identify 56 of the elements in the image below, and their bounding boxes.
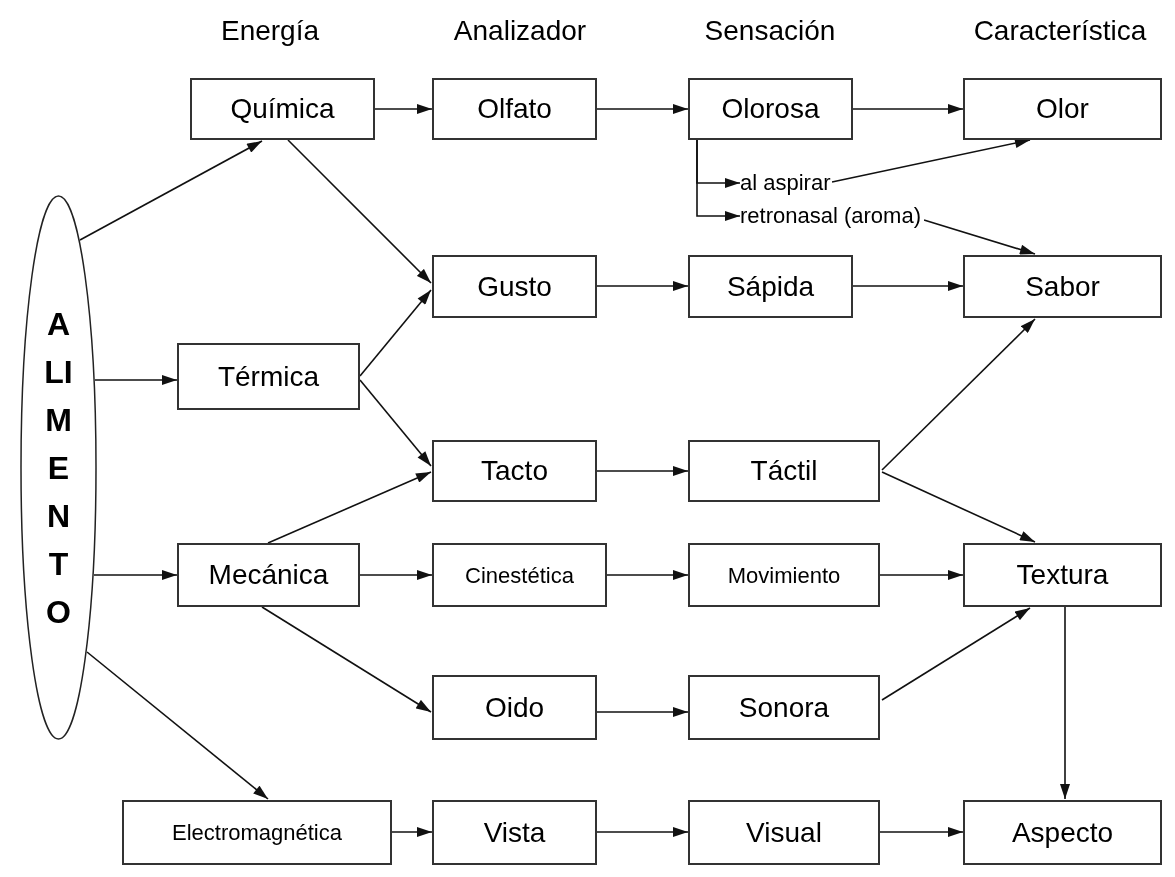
process-box: Electromagnética [122,800,392,865]
arrow [287,139,432,284]
arrow [86,651,269,800]
branch-label: retronasal (aroma) [740,204,924,228]
column-header: Analizador [453,14,587,48]
process-box: Térmica [177,343,360,410]
arrow [606,570,689,580]
arrow [852,281,964,291]
column-header: Sensación [704,14,836,48]
arrow [879,827,964,837]
arrow [359,570,433,580]
process-box: Textura [963,543,1162,607]
process-box: Oido [432,675,597,740]
arrow [596,104,689,114]
arrow [696,139,741,221]
process-box: Cinestética [432,543,607,607]
arrow [852,104,964,114]
arrow [879,570,964,580]
column-header: Energía [220,14,320,48]
arrow [831,138,1031,183]
arrow [596,466,689,476]
arrow [261,606,432,713]
process-box: Movimiento [688,543,880,607]
arrow [94,375,178,385]
arrow [923,219,1036,255]
arrow [596,281,689,291]
process-box: Olorosa [688,78,853,140]
arrow [881,607,1031,701]
arrow [374,104,433,114]
process-box: Química [190,78,375,140]
process-box: Gusto [432,255,597,318]
branch-label: al aspirar [740,171,832,195]
process-box: Sonora [688,675,880,740]
arrow [359,289,432,377]
arrow [881,471,1036,543]
process-box: Visual [688,800,880,865]
process-box: Sabor [963,255,1162,318]
arrow [93,570,178,580]
arrow [267,471,432,544]
process-box: Olor [963,78,1162,140]
ellipse-node: ALIMENTO [20,195,97,740]
arrow [79,140,263,241]
column-header: Característica [973,14,1147,48]
arrow [391,827,433,837]
arrow [596,707,689,717]
process-box: Sápida [688,255,853,318]
arrow [881,318,1036,471]
arrow [596,827,689,837]
process-box: Olfato [432,78,597,140]
process-box: Táctil [688,440,880,502]
process-box: Aspecto [963,800,1162,865]
process-box: Vista [432,800,597,865]
process-box: Tacto [432,440,597,502]
process-box: Mecánica [177,543,360,607]
arrow [359,379,432,467]
arrow [1060,606,1070,800]
